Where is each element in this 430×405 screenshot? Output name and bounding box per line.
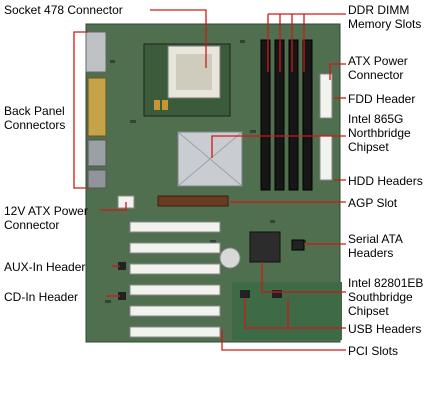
hdd-header-shape <box>319 135 333 181</box>
label-line: AUX-In Header <box>4 260 86 274</box>
label-ddr-dimm: DDR DIMM Memory Slots <box>348 3 421 31</box>
label-line: USB Headers <box>348 322 422 336</box>
label-agp-slot: AGP Slot <box>348 196 397 210</box>
label-line: HDD Headers <box>348 174 423 188</box>
label-aux-in: AUX-In Header <box>4 260 85 274</box>
callout-lines <box>73 9 346 351</box>
label-southbridge: Intel 82801EB Southbridge Chipset <box>348 276 423 318</box>
label-line: Chipset <box>348 140 389 154</box>
label-line: Northbridge <box>348 126 411 140</box>
label-usb-headers: USB Headers <box>348 322 421 336</box>
label-line: Connectors <box>4 118 66 132</box>
label-line: FDD Header <box>348 92 416 106</box>
label-cd-in: CD-In Header <box>4 290 78 304</box>
label-line: DDR DIMM <box>348 3 410 17</box>
label-line: AGP Slot <box>348 196 398 210</box>
label-socket-478: Socket 478 Connector <box>4 3 123 17</box>
label-line: Intel 82801EB <box>348 276 424 290</box>
label-atx-power: ATX Power Connector <box>348 54 408 82</box>
usb-header-shapes <box>240 290 282 298</box>
label-back-panel: Back Panel Connectors <box>4 104 65 132</box>
pci-slot-shapes <box>129 221 221 338</box>
atx-power-connector-shape <box>319 73 333 119</box>
agp-slot-shape <box>157 195 229 207</box>
dimm-slots <box>260 39 313 191</box>
label-line: Southbridge <box>348 290 413 304</box>
label-line: Connector <box>348 68 404 82</box>
label-pci-slots: PCI Slots <box>348 344 398 358</box>
back-panel-connectors <box>85 31 107 189</box>
label-line: Intel 865G <box>348 112 404 126</box>
label-line: Memory Slots <box>348 17 422 31</box>
label-line: Serial ATA <box>348 232 403 246</box>
label-line: Headers <box>348 246 394 260</box>
label-line: Chipset <box>348 304 389 318</box>
label-serial-ata: Serial ATA Headers <box>348 232 403 260</box>
southbridge-chip-shape <box>249 231 281 263</box>
label-fdd-header: FDD Header <box>348 92 415 106</box>
sata-header-shape <box>291 239 305 251</box>
label-12v-atx: 12V ATX Power Connector <box>4 204 88 232</box>
label-line: 12V ATX Power <box>4 204 88 218</box>
label-line: Connector <box>4 218 60 232</box>
label-line: ATX Power <box>348 54 408 68</box>
label-line: CD-In Header <box>4 290 79 304</box>
aux-in-header-shape <box>118 262 126 270</box>
cd-in-header-shape <box>118 292 126 300</box>
label-hdd-headers: HDD Headers <box>348 174 423 188</box>
label-line: Socket 478 Connector <box>4 3 123 17</box>
cpu-socket <box>143 43 231 117</box>
label-line: PCI Slots <box>348 344 399 358</box>
cmos-battery <box>219 247 241 269</box>
northbridge-heatsink <box>177 131 243 187</box>
label-line: Back Panel <box>4 104 65 118</box>
label-northbridge: Intel 865G Northbridge Chipset <box>348 112 411 154</box>
